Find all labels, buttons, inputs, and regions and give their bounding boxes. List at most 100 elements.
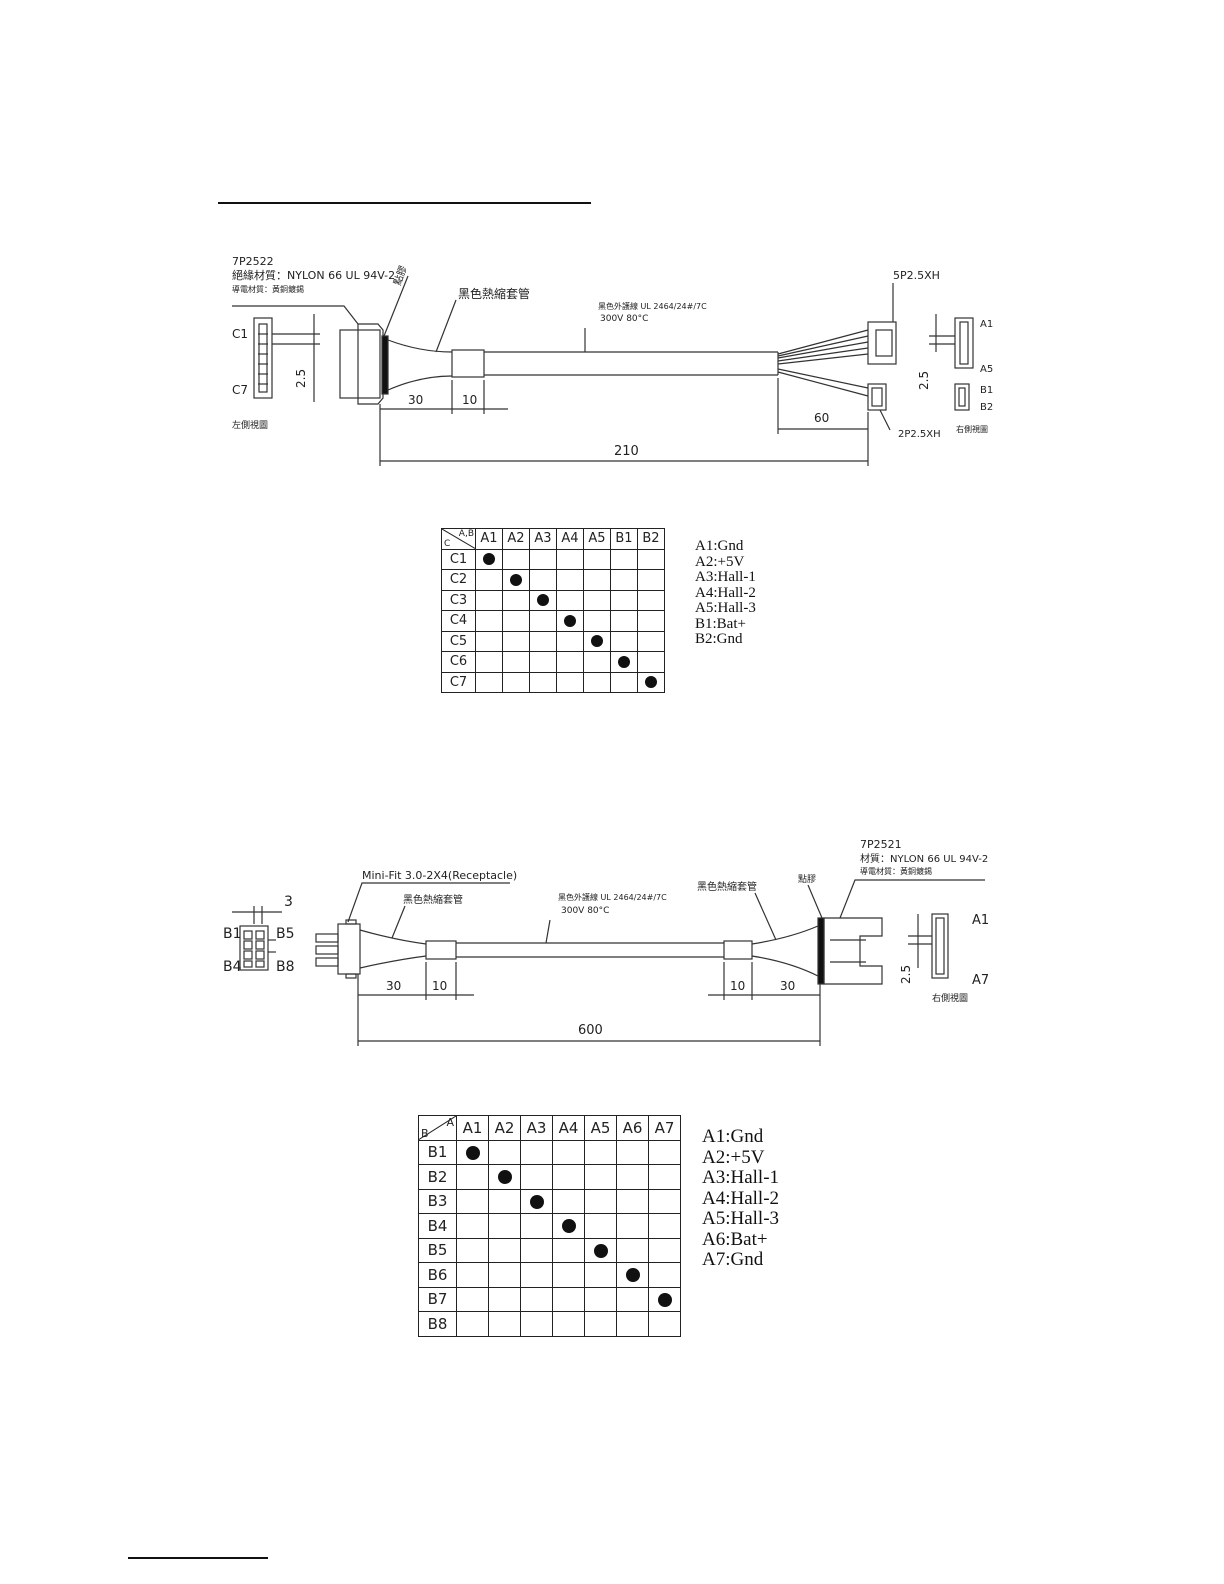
table-header-row: A B A1 A2 A3 A4 A5 A6 A7 — [418, 1115, 681, 1141]
table-cell — [488, 1139, 521, 1165]
cable-drawing-1: 7P2522 絕緣材質：NYLON 66 UL 94V-2 導電材質：黃銅鍍錫 … — [232, 255, 993, 466]
table-cell — [556, 569, 584, 591]
row-header: C7 — [441, 671, 476, 693]
table-cell — [552, 1237, 585, 1263]
table-cell — [552, 1213, 585, 1239]
column-header: B2 — [637, 528, 665, 550]
legend-item: A3:Hall-1 — [702, 1167, 780, 1188]
table-corner: A B — [418, 1115, 457, 1141]
table-cell — [488, 1262, 521, 1288]
table-cell — [637, 548, 665, 570]
row-header: B6 — [418, 1262, 457, 1288]
table-row: C7 — [441, 671, 665, 693]
table-cell — [456, 1213, 489, 1239]
table-row: C2 — [441, 569, 665, 591]
table-row: C3 — [441, 589, 665, 611]
d2-right-view-label: 右側視圖 — [932, 992, 968, 1004]
table-corner-bottom: C — [444, 538, 451, 549]
legend-item: A3:Hall-1 — [695, 569, 756, 585]
table-cell — [648, 1262, 681, 1288]
legend-item: A1:Gnd — [702, 1126, 764, 1147]
d2-sleeve-left: 黑色熱縮套管 — [403, 893, 463, 906]
table-cell — [552, 1262, 585, 1288]
column-header: A2 — [502, 528, 530, 550]
table-cell — [616, 1286, 649, 1312]
table-cell — [529, 548, 557, 570]
d2-left-pitch: 3 — [284, 894, 293, 910]
table-cell — [488, 1311, 521, 1337]
table-cell — [583, 589, 611, 611]
table-row: B1 — [418, 1139, 681, 1165]
d2-wire-rating: 300V 80°C — [561, 906, 609, 916]
title-underline — [218, 202, 591, 204]
legend-item: A2:+5V — [695, 553, 745, 570]
d1-left-pitch: 2.5 — [294, 369, 308, 388]
table-row: B2 — [418, 1164, 681, 1190]
table-cell — [529, 569, 557, 591]
table-cell — [583, 548, 611, 570]
row-header: C6 — [441, 651, 476, 673]
table-cell — [584, 1139, 617, 1165]
d1-right-pin-b-bottom: B2 — [980, 402, 993, 413]
d2-pin-b8: B8 — [276, 959, 295, 975]
table-cell — [584, 1262, 617, 1288]
table-cell — [456, 1188, 489, 1214]
table-cell — [520, 1164, 553, 1190]
table-cell — [637, 671, 665, 693]
d1-left-view-label: 左側視圖 — [232, 419, 268, 431]
table-cell — [556, 651, 584, 673]
d1-right-pitch: 2.5 — [917, 371, 931, 390]
table-cell — [502, 589, 530, 611]
legend-item: A2:+5V — [702, 1146, 765, 1168]
d2-right-pin-bottom: A7 — [972, 973, 989, 988]
table-cell — [502, 671, 530, 693]
column-header: A4 — [552, 1115, 585, 1141]
table-cell — [475, 630, 503, 652]
table-cell — [520, 1311, 553, 1337]
column-header: A3 — [529, 528, 557, 550]
table-cell — [520, 1139, 553, 1165]
table-cell — [648, 1213, 681, 1239]
legend-item: B2:Gnd — [695, 631, 743, 647]
d1-left-pin-bottom: C7 — [232, 383, 248, 397]
table-cell — [520, 1286, 553, 1312]
table-cell — [556, 589, 584, 611]
table-cell — [610, 630, 638, 652]
table-cell — [456, 1139, 489, 1165]
row-header: B1 — [418, 1139, 457, 1165]
table-row: C1 — [441, 548, 665, 570]
table-cell — [584, 1164, 617, 1190]
table-cell — [529, 610, 557, 632]
column-header: B1 — [610, 528, 638, 550]
d1-right-conn-b: 2P2.5XH — [898, 429, 941, 440]
table-header-row: A,B C A1 A2 A3 A4 A5 B1 B2 — [441, 528, 665, 550]
drawing1-labels: 7P2522 絕緣材質：NYLON 66 UL 94V-2 導電材質：黃銅鍍錫 … — [232, 255, 993, 459]
table-cell — [637, 589, 665, 611]
table-cell — [475, 651, 503, 673]
table-cell — [520, 1262, 553, 1288]
legend-item: A6:Bat+ — [702, 1228, 768, 1250]
table-cell — [488, 1286, 521, 1312]
d2-dim-30-right: 30 — [780, 979, 795, 993]
table-cell — [583, 651, 611, 673]
table-cell — [552, 1286, 585, 1312]
d1-dim-10: 10 — [462, 393, 477, 407]
d1-dim-60: 60 — [814, 411, 829, 425]
column-header: A6 — [616, 1115, 649, 1141]
d1-right-conn-a: 5P2.5XH — [893, 269, 940, 282]
table-cell — [637, 610, 665, 632]
table-cell — [616, 1164, 649, 1190]
table-cell — [637, 630, 665, 652]
table-cell — [456, 1164, 489, 1190]
d1-dim-total: 210 — [614, 444, 639, 459]
table-cell — [475, 589, 503, 611]
table-cell — [648, 1188, 681, 1214]
d1-left-pin-top: C1 — [232, 327, 248, 341]
row-header: B8 — [418, 1311, 457, 1337]
connection-dot — [591, 635, 603, 648]
table-cell — [584, 1311, 617, 1337]
table-row: B6 — [418, 1262, 681, 1288]
d2-left-conn: Mini-Fit 3.0-2X4(Receptacle) — [362, 869, 517, 882]
connection-dot — [510, 573, 522, 586]
